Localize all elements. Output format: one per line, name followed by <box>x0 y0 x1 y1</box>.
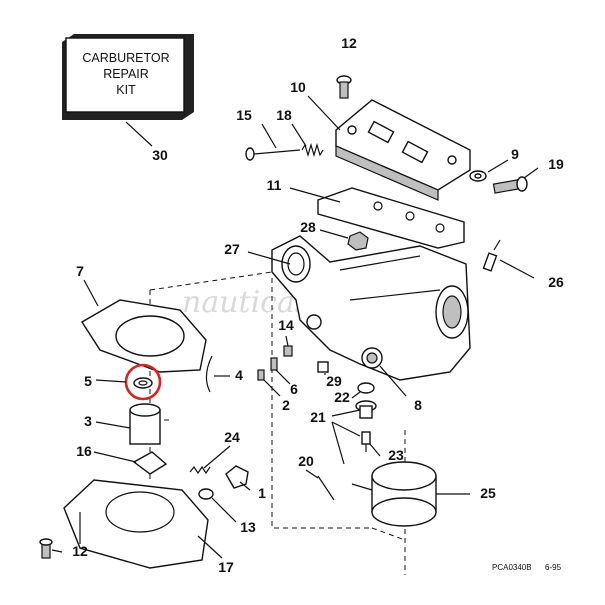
part-fitting-14 <box>283 345 293 357</box>
part-spring-18 <box>301 142 324 158</box>
callout-8: 8 <box>414 397 422 413</box>
part-screw-12-bottom <box>39 538 53 559</box>
part-washer-13 <box>198 488 214 500</box>
callout-26: 26 <box>548 274 564 290</box>
part-screw-19 <box>492 176 528 194</box>
part-washer-22 <box>357 382 375 394</box>
part-spring-24 <box>189 465 211 475</box>
callout-11: 11 <box>267 177 282 193</box>
callout-3: 3 <box>84 413 92 429</box>
part-needle-23 <box>361 431 371 452</box>
callout-27: 27 <box>224 241 240 257</box>
part-cover-10 <box>335 99 471 201</box>
callout-17: 17 <box>218 559 234 575</box>
callout-15: 15 <box>236 107 252 123</box>
callout-7: 7 <box>76 263 84 279</box>
part-valve-seat-21 <box>355 400 377 419</box>
part-float-bowl-17 <box>63 479 209 569</box>
part-screw-6 <box>270 357 278 371</box>
part-drain-screw-1 <box>225 465 249 489</box>
carburetor-repair-kit-box: CARBURETOR REPAIR KIT <box>62 34 194 120</box>
part-plug-28 <box>347 231 369 251</box>
callout-30: 30 <box>152 147 168 163</box>
part-gasket-16 <box>132 451 168 475</box>
part-fitting-26 <box>482 239 501 272</box>
part-hose-4 <box>205 355 213 393</box>
callout-28: 28 <box>300 219 316 235</box>
callout-23: 23 <box>388 447 404 463</box>
callout-20: 20 <box>298 453 314 469</box>
figure-date-code: 6-95 <box>545 563 562 572</box>
callout-labels: 12 10 15 18 9 19 30 11 28 27 26 7 14 5 4… <box>72 35 564 575</box>
part-seal-5 <box>133 377 153 389</box>
callout-5: 5 <box>84 373 92 389</box>
callout-16: 16 <box>76 443 92 459</box>
callout-4: 4 <box>235 367 243 383</box>
callout-18: 18 <box>276 107 292 123</box>
callout-9: 9 <box>511 146 519 162</box>
part-nozzle-29 <box>317 361 329 373</box>
callout-19: 19 <box>548 156 564 172</box>
part-gasket-7 <box>81 299 207 373</box>
callout-14: 14 <box>278 317 294 333</box>
callout-13: 13 <box>240 519 256 535</box>
callout-21: 21 <box>310 409 326 425</box>
part-screw-12-top <box>336 75 352 99</box>
kit-label-line3: KIT <box>116 83 136 97</box>
callout-12-bottom: 12 <box>72 543 88 559</box>
part-screw-15 <box>245 147 301 161</box>
callout-29: 29 <box>326 373 342 389</box>
callout-2: 2 <box>282 397 290 413</box>
callout-12-top: 12 <box>341 35 357 51</box>
callout-10: 10 <box>290 79 306 95</box>
figure-reference-code: PCA0340B <box>492 563 532 572</box>
kit-label-line1: CARBURETOR <box>82 51 169 65</box>
callout-24: 24 <box>224 429 240 445</box>
part-washer-9 <box>469 170 487 182</box>
part-gasket-11 <box>317 187 465 249</box>
part-pin-20 <box>317 475 335 501</box>
leader-lines <box>51 95 539 559</box>
callout-25: 25 <box>480 485 496 501</box>
callout-6: 6 <box>290 381 298 397</box>
part-post-3 <box>129 403 161 445</box>
part-screw-2 <box>257 369 265 381</box>
callout-1: 1 <box>258 485 266 501</box>
kit-label-line2: REPAIR <box>103 67 149 81</box>
callout-22: 22 <box>334 389 350 405</box>
kit-label-panel <box>65 37 185 113</box>
part-carburetor-body-27 <box>271 235 471 381</box>
part-float-25 <box>351 461 437 527</box>
